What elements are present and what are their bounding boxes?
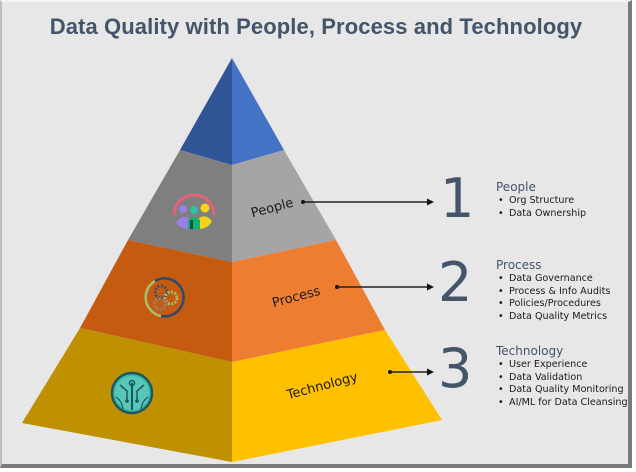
bullet-item: Data Ownership <box>496 208 586 221</box>
pillar-number-3: 3 <box>438 337 473 400</box>
pillar-bullets-people: Org Structure Data Ownership <box>496 195 586 220</box>
connector-arrow-process <box>335 283 434 291</box>
pillar-heading-people: People <box>496 180 536 194</box>
connector-arrow-people <box>301 198 434 206</box>
pillar-number-2: 2 <box>438 251 473 314</box>
page-title: Data Quality with People, Process and Te… <box>49 14 583 39</box>
circuit-brain-icon <box>110 371 154 415</box>
bullet-item: AI/ML for Data Cleansing <box>496 397 628 410</box>
gears-cycle-icon <box>144 277 185 318</box>
bullet-item: Data Validation <box>496 372 628 385</box>
pillar-process: Process Data Governance Process & Info A… <box>496 258 610 323</box>
bullet-item: Data Quality Metrics <box>496 311 610 324</box>
bullet-item: Process & Info Audits <box>496 286 610 299</box>
bullet-item: Data Quality Monitoring <box>496 384 628 397</box>
pyramid-level-people <box>128 150 336 262</box>
bullet-item: User Experience <box>496 359 628 372</box>
pillar-heading-technology: Technology <box>496 344 564 358</box>
pyramid-apex <box>180 58 284 165</box>
pillar-bullets-technology: User Experience Data Validation Data Qua… <box>496 359 628 409</box>
pillar-people: People Org Structure Data Ownership <box>496 180 586 220</box>
pyramid-level-process <box>80 240 385 362</box>
people-group-icon <box>172 193 216 229</box>
pillar-number-1: 1 <box>440 167 475 230</box>
pillar-bullets-process: Data Governance Process & Info Audits Po… <box>496 273 610 323</box>
connector-arrow-technology <box>388 368 434 376</box>
bullet-item: Org Structure <box>496 195 586 208</box>
bullet-item: Data Governance <box>496 273 610 286</box>
pillar-technology: Technology User Experience Data Validati… <box>496 344 628 409</box>
pillar-heading-process: Process <box>496 258 542 272</box>
bullet-item: Policies/Procedures <box>496 298 610 311</box>
